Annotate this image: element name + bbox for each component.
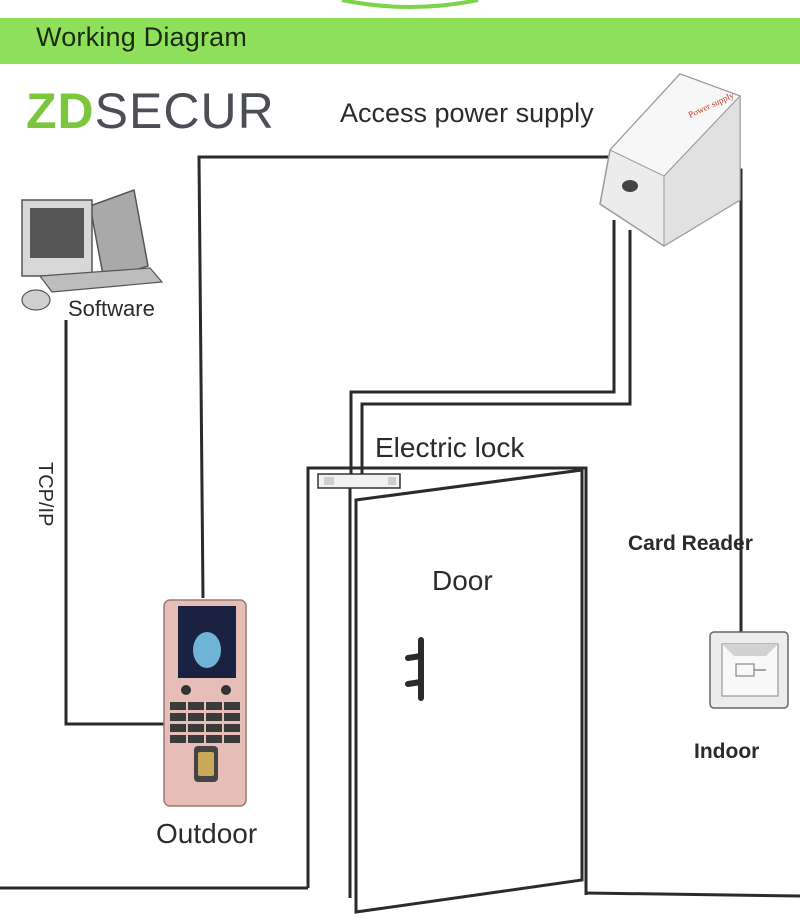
door-frame — [306, 466, 588, 898]
exit-button-icon — [709, 631, 789, 709]
header-title: Working Diagram — [36, 22, 248, 52]
header-bar — [0, 18, 800, 64]
computer-icon — [21, 188, 164, 311]
floor-right — [585, 891, 800, 898]
electric-lock-icon — [317, 473, 401, 489]
label-outdoor: Outdoor — [156, 818, 258, 849]
door-leaf — [354, 468, 584, 914]
wire-software-to-terminal — [64, 320, 166, 726]
door-handle-icon — [405, 637, 424, 701]
label-indoor: Indoor — [694, 740, 760, 763]
terminal-keypad — [170, 702, 240, 743]
wire-power-to-lock-b — [360, 230, 632, 474]
power-supply-icon: Power supply — [599, 73, 741, 247]
label-card-reader: Card Reader — [628, 532, 753, 555]
label-tcpip: TCP/IP — [34, 462, 56, 527]
brand-suffix: SECUR — [94, 83, 275, 139]
top-arc — [341, 0, 479, 9]
label-power-supply: Access power supply — [340, 98, 594, 128]
wire-power-to-reader — [712, 168, 743, 636]
brand-logo: ZDSECUR — [26, 82, 275, 140]
wire-power-to-lock-a — [349, 220, 616, 474]
label-software: Software — [68, 296, 155, 321]
wire-terminal-to-power — [197, 155, 612, 599]
brand-prefix: ZD — [26, 83, 95, 139]
label-electric-lock: Electric lock — [375, 432, 525, 463]
face-terminal-icon — [163, 599, 247, 807]
label-door: Door — [432, 565, 493, 596]
